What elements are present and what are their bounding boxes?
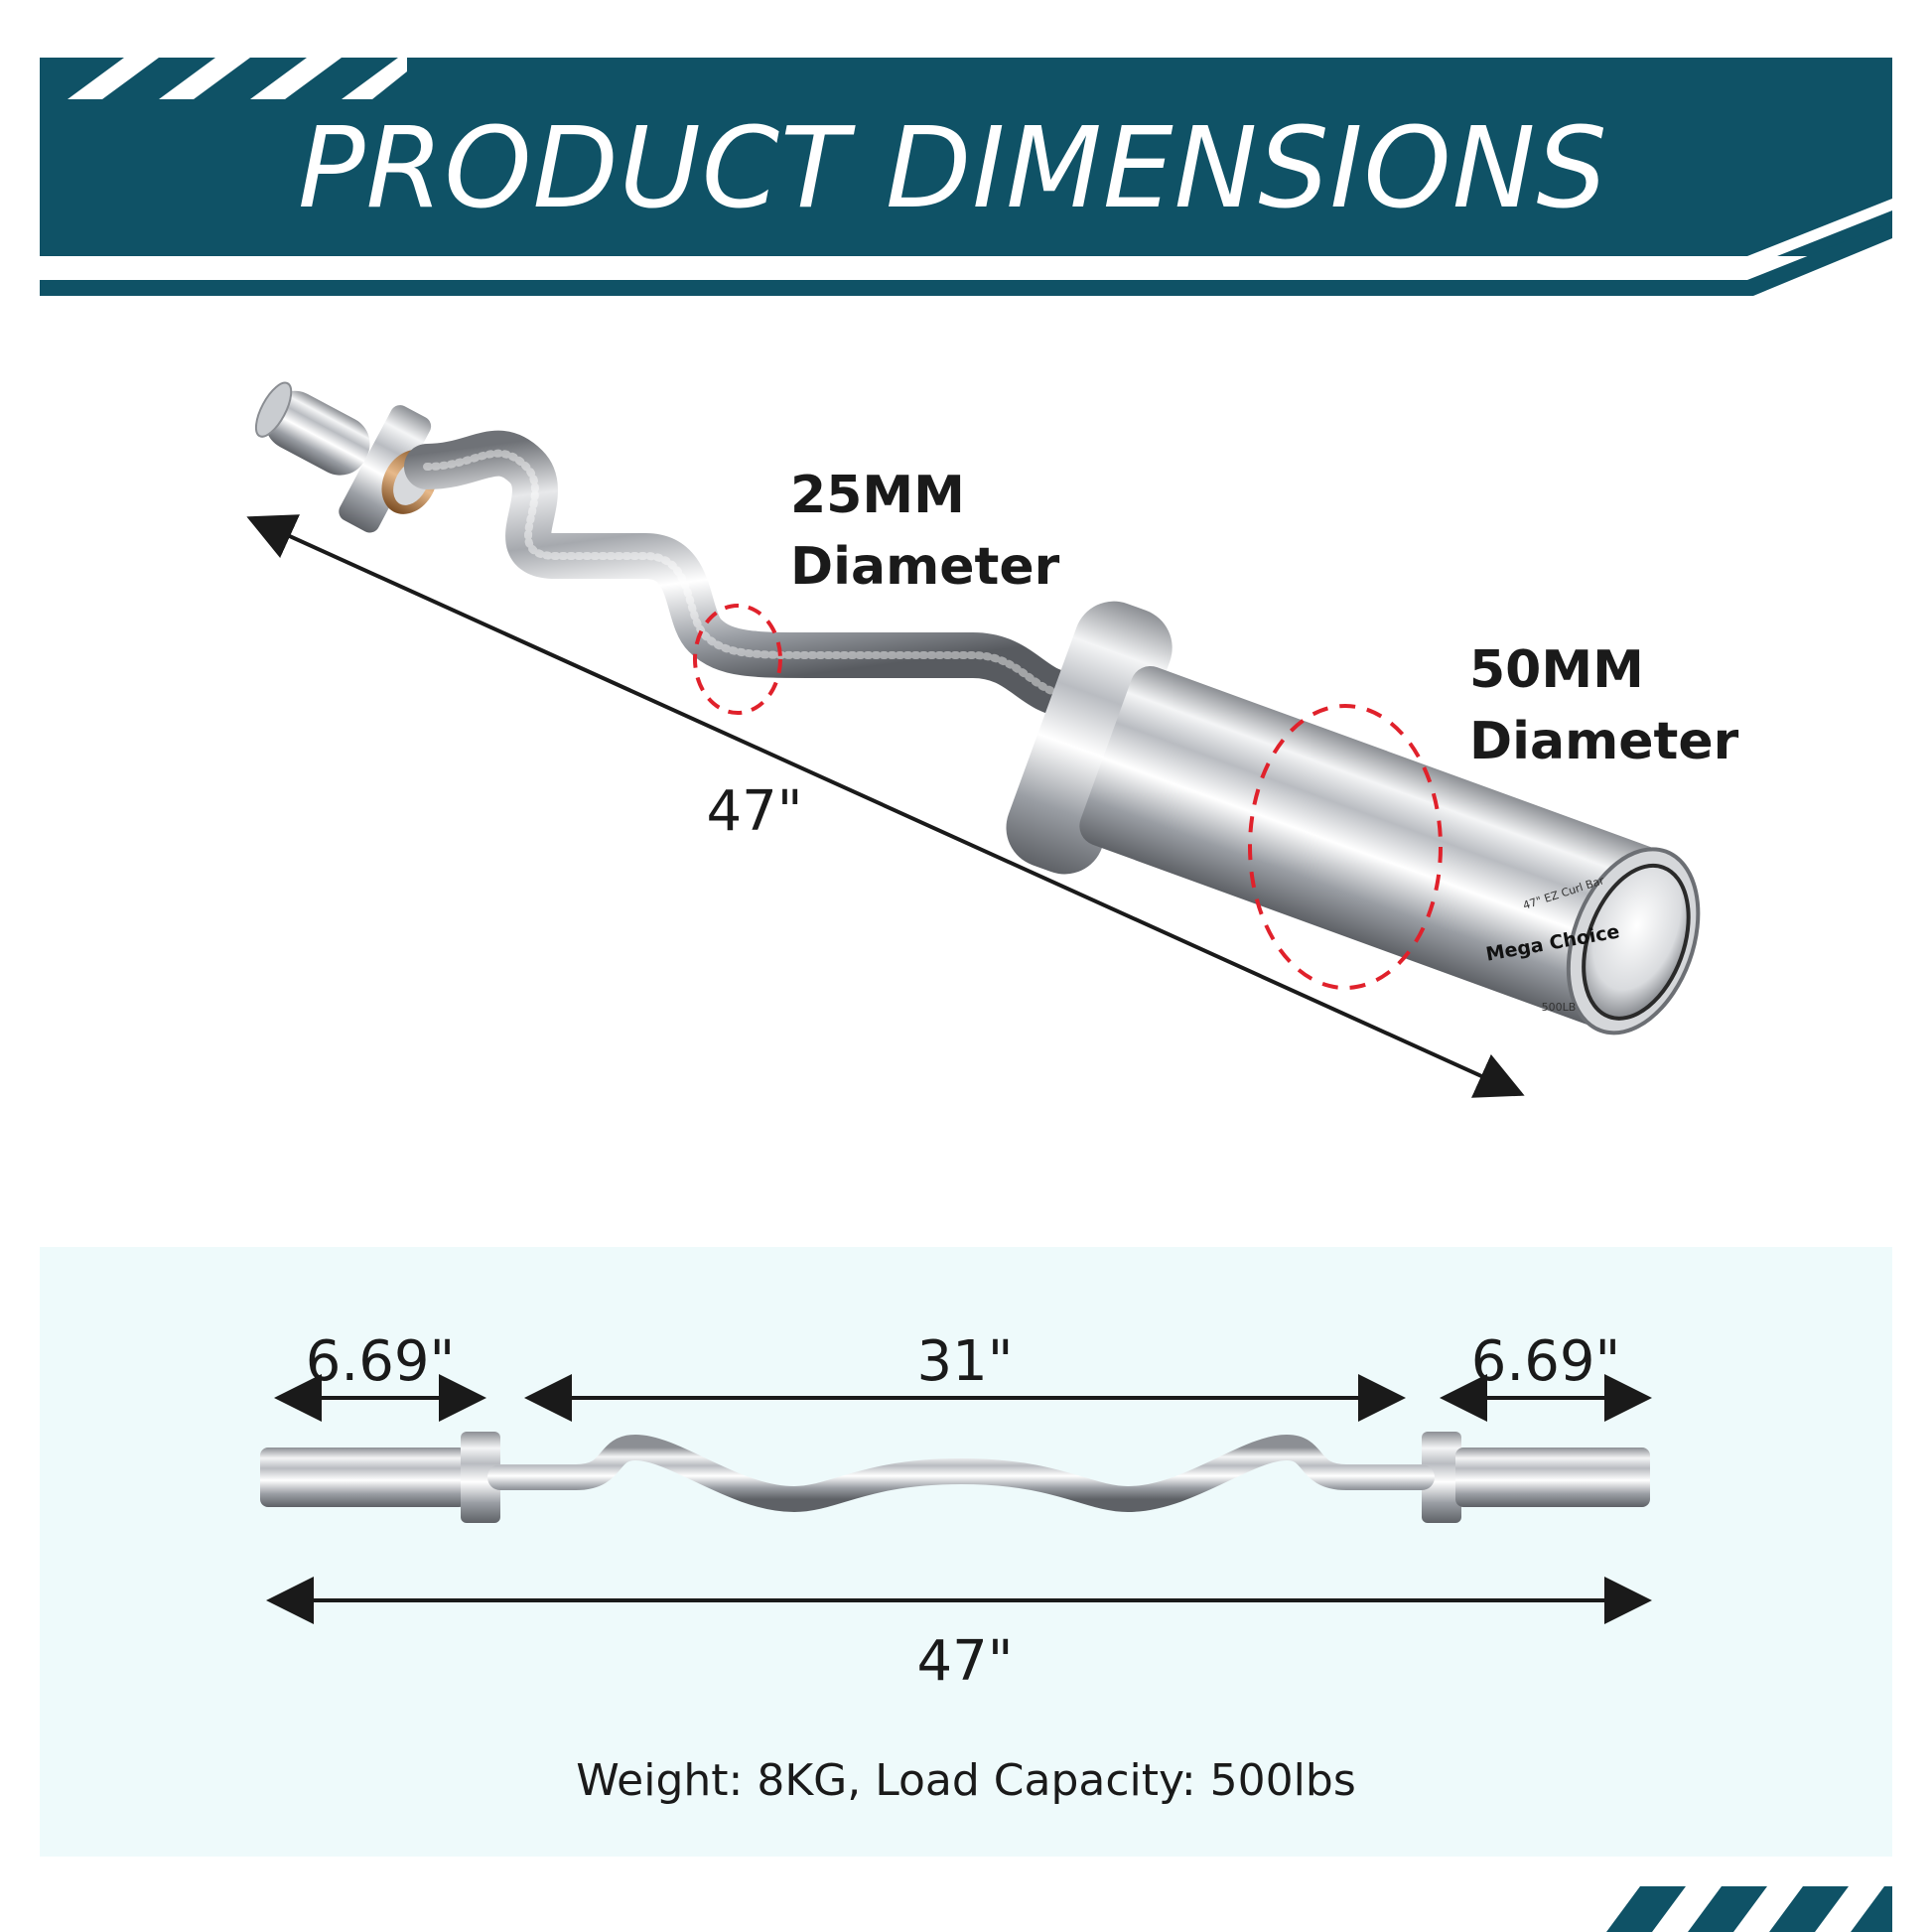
specs-text: Weight: 8KG, Load Capacity: 500lbs [576, 1755, 1356, 1806]
right-sleeve-length: 6.69" [1470, 1329, 1621, 1394]
small-diameter-label: Diameter [790, 537, 1060, 597]
bottom-overall-length: 47" [916, 1629, 1014, 1694]
large-diameter-value: 50MM [1469, 640, 1644, 700]
overall-length-arrow [246, 514, 1525, 1098]
header-stripes-icon [68, 58, 407, 99]
page-title: PRODUCT DIMENSIONS [298, 104, 1608, 233]
center-section-length: 31" [916, 1329, 1014, 1394]
small-diameter-value: 25MM [790, 466, 965, 525]
barbell-front-image [260, 1432, 1650, 1523]
header-band [40, 58, 1892, 296]
end-cap-capacity-mark: 500LB [1541, 1001, 1577, 1014]
footer-stripes-icon [1606, 1886, 1892, 1932]
overall-length-label: 47" [706, 779, 803, 844]
left-sleeve-length: 6.69" [305, 1329, 456, 1394]
large-diameter-label: Diameter [1469, 712, 1739, 771]
bottom-panel-bg [40, 1247, 1892, 1857]
